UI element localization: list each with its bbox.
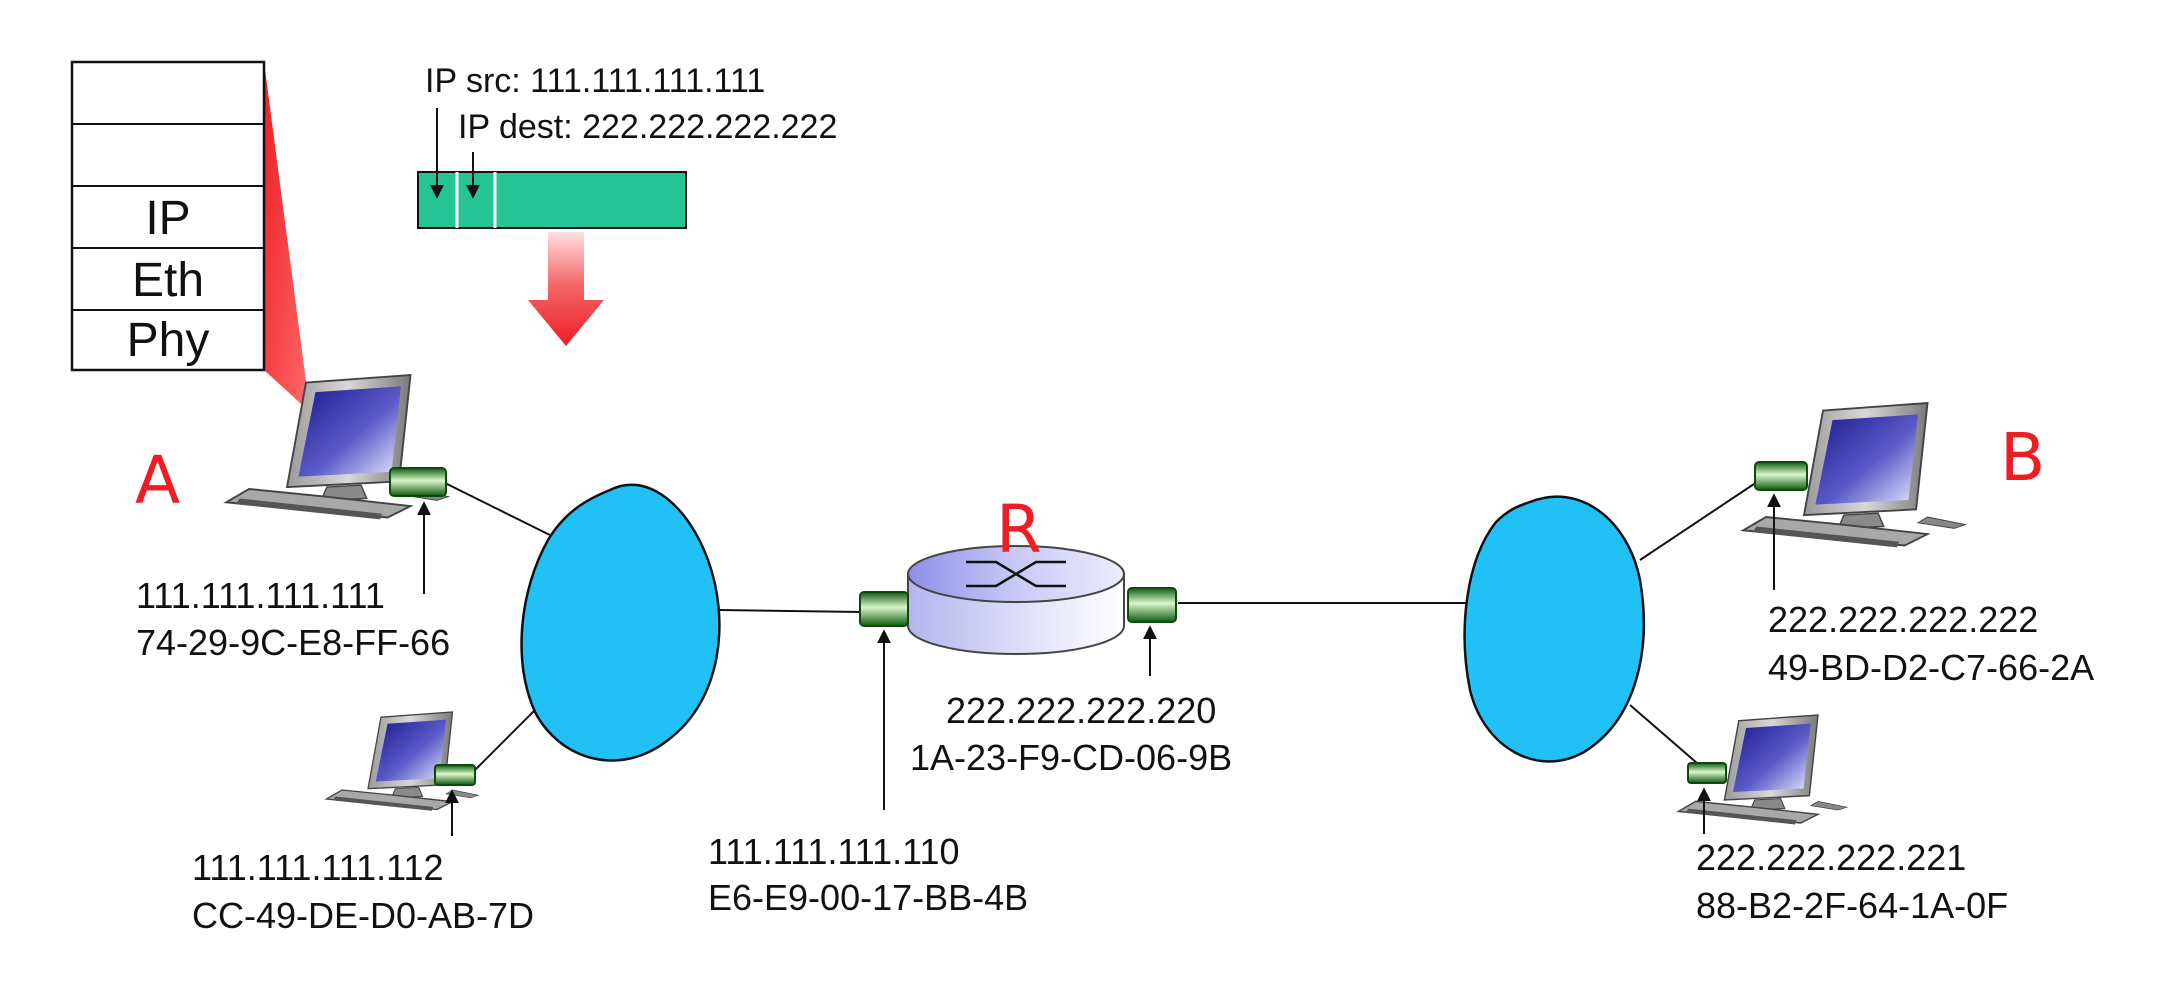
host-a-letter: A [135, 442, 180, 519]
ip-src-label: IP src: 111.111.111.111 [425, 62, 765, 100]
router: R 222.222.222.220 1A-23-F9-CD-06-9B 111.… [708, 491, 1232, 918]
down-arrow-icon [528, 232, 604, 346]
stack-layer-ip: IP [145, 192, 190, 245]
adapter-host-b [1754, 461, 1808, 491]
ip-datagram: IP src: 111.111.111.111 IP dest: 222.222… [417, 62, 837, 346]
stack-layer-eth: Eth [132, 254, 204, 307]
host-b2: 222.222.222.221 88-B2-2F-64-1A-0F [1677, 714, 2008, 926]
link-cloud-router [719, 609, 863, 613]
adapter-host-a [389, 467, 447, 497]
router-left-ip: 111.111.111.110 [708, 831, 960, 872]
host-b-mac: 49-BD-D2-C7-66-2A [1768, 647, 2094, 688]
host-a-mac: 74-29-9C-E8-FF-66 [136, 622, 450, 663]
host-a2-ip: 111.111.111.112 [192, 847, 444, 888]
link-a2-cloud [469, 709, 536, 776]
host-a-ip: 111.111.111.111 [136, 575, 385, 616]
adapter-router-right [1127, 587, 1177, 623]
router-right-ip: 222.222.222.220 [946, 690, 1216, 731]
zoom-beam [264, 62, 310, 412]
host-a: A 111.111.111.111 74-29-9C-E8-FF-66 [135, 374, 450, 663]
subnet-cloud-left [520, 483, 721, 762]
host-b-letter: B [2000, 419, 2045, 496]
router-crossover-icon [966, 560, 1066, 588]
subnet-cloud-right [1463, 495, 1646, 763]
router-left-mac: E6-E9-00-17-BB-4B [708, 877, 1028, 918]
host-b-ip: 222.222.222.222 [1768, 599, 2038, 640]
link-a-cloud [444, 482, 561, 541]
host-b2-mac: 88-B2-2F-64-1A-0F [1696, 885, 2008, 926]
protocol-stack: IP Eth Phy [70, 60, 266, 372]
adapter-host-b2 [1687, 762, 1727, 784]
links [444, 479, 1761, 776]
host-b2-ip: 222.222.222.221 [1696, 837, 1966, 878]
host-a2: 111.111.111.112 CC-49-DE-D0-AB-7D [192, 711, 534, 936]
router-letter: R [996, 491, 1042, 568]
adapter-host-a2 [434, 764, 476, 786]
stack-layer-phy: Phy [127, 314, 210, 367]
datagram-box [417, 171, 687, 229]
host-a2-mac: CC-49-DE-D0-AB-7D [192, 895, 534, 936]
link-cloud-b [1639, 479, 1761, 561]
link-cloud-b2 [1629, 704, 1706, 771]
host-b: B 222.222.222.222 49-BD-D2-C7-66-2A [1742, 402, 2094, 688]
adapter-router-left [859, 591, 909, 627]
ip-dest-label: IP dest: 222.222.222.222 [458, 108, 837, 146]
router-right-mac: 1A-23-F9-CD-06-9B [910, 737, 1232, 778]
